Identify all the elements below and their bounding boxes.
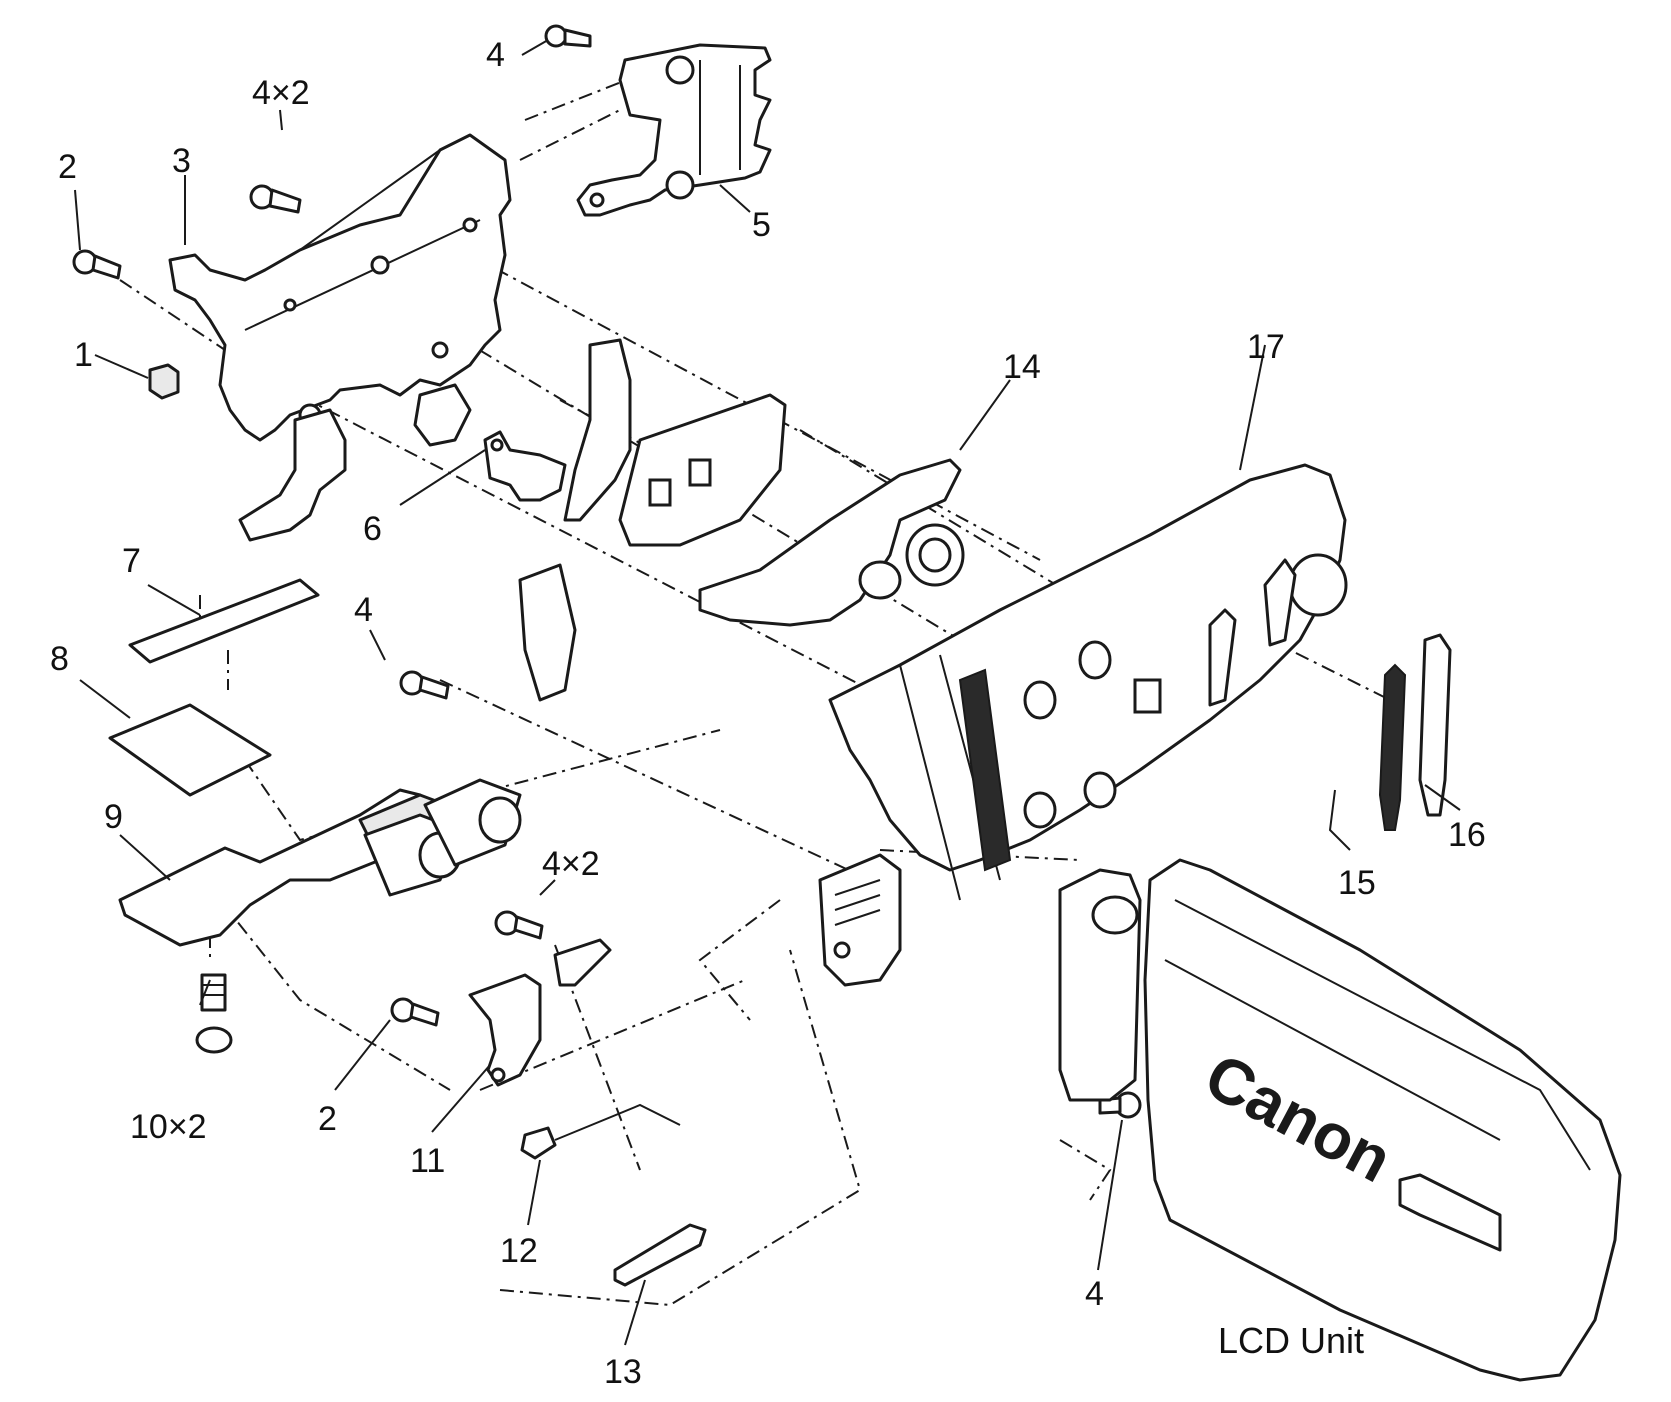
callout-16: 16 [1448,816,1486,854]
screw-10x2 [195,973,233,1054]
screw-2-left [72,249,122,280]
callout-10x2: 10×2 [130,1108,207,1146]
callout-1: 1 [74,336,93,374]
callout-2-lower: 2 [318,1100,337,1138]
part-1-cap [148,363,180,400]
screw-2-lower [390,997,440,1027]
part-14-motor-bracket [698,458,965,627]
screw-4x2-lower [494,910,544,940]
center-pcb-assembly [518,338,787,702]
callout-7: 7 [122,542,141,580]
part-12-switch [520,1103,681,1160]
screw-4-mid [399,670,450,700]
callout-4-mid: 4 [354,591,373,629]
part-11-hinge [468,938,612,1087]
part-7-tape [128,578,320,664]
part-9-board [118,778,522,947]
callout-12: 12 [500,1232,538,1270]
callout-17: 17 [1247,328,1285,366]
part-6-bracket [483,430,567,502]
part-16-strip [1418,633,1452,817]
screw-4x2-top [249,184,302,214]
screw-top-4 [544,24,592,48]
callout-9: 9 [104,798,123,836]
part-3-main-frame [168,133,512,542]
callout-4-lcd: 4 [1085,1275,1104,1313]
part-13-lever [613,1223,707,1287]
leader-lines [74,39,1461,1346]
part-8-sheet [108,703,272,797]
callout-8: 8 [50,640,69,678]
hinge-assembly [818,853,902,987]
lcd-unit-caption: LCD Unit [1218,1320,1364,1361]
callout-4-top: 4 [486,36,505,74]
callout-11: 11 [410,1142,445,1180]
callout-4x2-top: 4×2 [252,74,310,112]
callout-2-left: 2 [58,148,77,186]
part-15-strip [1378,663,1407,831]
callout-14: 14 [1003,348,1041,386]
callout-13: 13 [604,1353,642,1391]
part-17-panel [828,463,1348,901]
callout-4x2-lower: 4×2 [542,845,600,883]
part-5-bracket [576,43,772,217]
callout-3: 3 [172,142,191,180]
callout-labels: 4 4×2 2 3 5 1 17 14 6 7 4 8 9 16 15 4×2 … [50,36,1486,1391]
callout-5: 5 [752,206,771,244]
callout-15: 15 [1338,864,1376,902]
callout-6: 6 [363,510,382,548]
lcd-unit: Canon [1058,858,1622,1382]
